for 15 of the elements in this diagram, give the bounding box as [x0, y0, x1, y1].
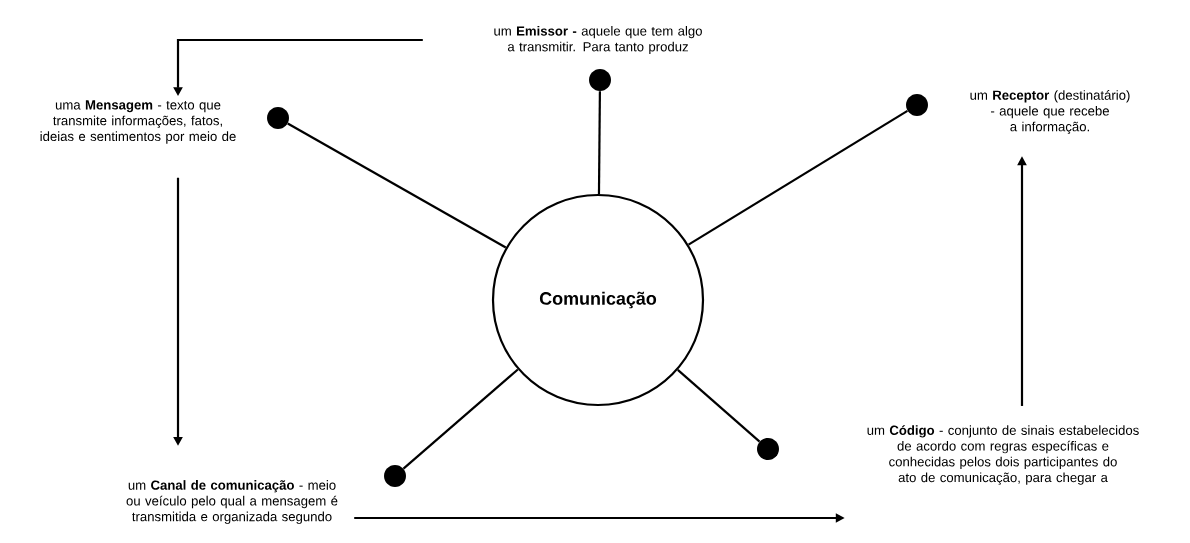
- description-text: um Canal de comunicação - meio ou veículo pelo qual a mensagem é transmitida e organizada segundo: [126, 480, 338, 524]
- dot: [384, 465, 406, 487]
- connector-line: [597, 91, 601, 194]
- description-text: um Emissor - aquele que tem algo a transmitir. Para tanto produz: [494, 26, 702, 54]
- dot: [589, 69, 611, 91]
- description-text: um Código - conjunto de sinais estabelecidos de acordo com regras específicas e conhecidas pelos dois participantes do ato de comunicação, para chegar a: [867, 425, 1139, 485]
- dot: [906, 94, 928, 116]
- dot: [267, 107, 289, 129]
- connector-line: [687, 109, 909, 246]
- connector-line: [287, 122, 507, 249]
- dot: [757, 438, 779, 460]
- connector-line: [402, 368, 519, 470]
- description-text: um Receptor (destinatário) - aquele que recebe a informação.: [970, 90, 1130, 134]
- description-text: uma Mensagem - texto que transmite informações, fatos, ideias e sentimentos por meio de: [40, 100, 236, 144]
- connector-line: [677, 369, 761, 443]
